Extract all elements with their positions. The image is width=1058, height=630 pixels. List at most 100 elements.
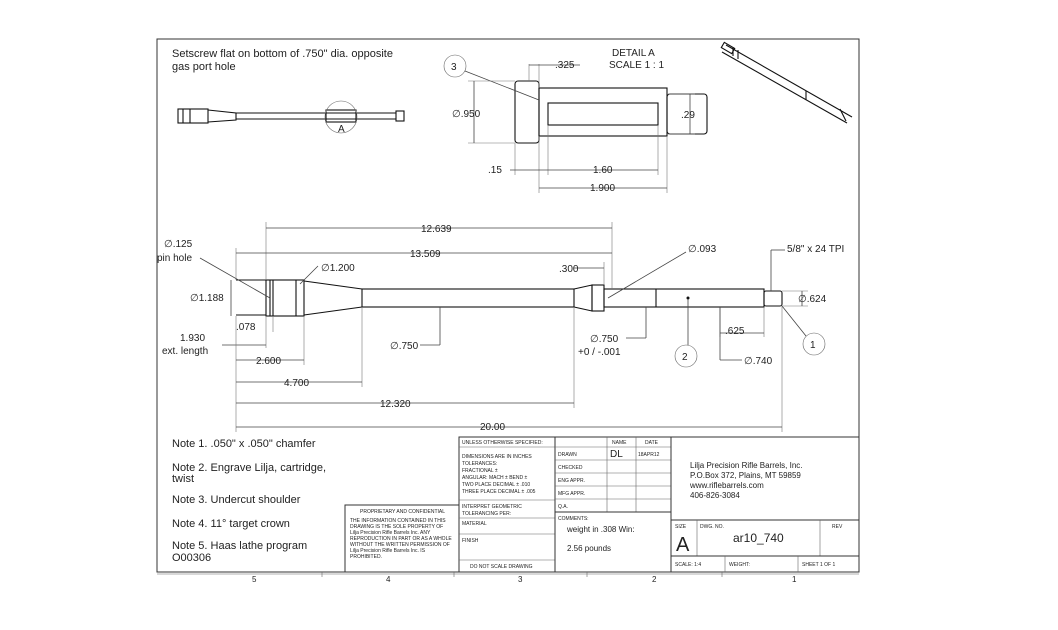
tol-line: THREE PLACE DECIMAL ± .005 bbox=[462, 489, 536, 495]
appr-checked: CHECKED bbox=[558, 465, 583, 471]
tol-line: TOLERANCES: bbox=[462, 461, 497, 467]
tol-line: DIMENSIONS ARE IN INCHES bbox=[462, 454, 532, 460]
dim-pinhole-label: pin hole bbox=[157, 253, 192, 264]
tol-interpret: INTERPRET GEOMETRIC bbox=[462, 504, 522, 510]
dim-1930: 1.930 bbox=[180, 333, 205, 344]
zone-label: 1 bbox=[792, 575, 797, 584]
appr-comments: COMMENTS: bbox=[558, 516, 589, 522]
proprietary-line: PROHIBITED. bbox=[350, 554, 382, 560]
tb-weight: WEIGHT: bbox=[729, 562, 750, 568]
zone-label: 2 bbox=[652, 575, 657, 584]
note-1: Note 1. .050" x .050" chamfer bbox=[172, 438, 316, 450]
dim-750-body: ∅.750 bbox=[390, 341, 419, 352]
tol-material: MATERIAL bbox=[462, 521, 487, 527]
appr-drawn: DRAWN bbox=[558, 452, 577, 458]
header-note-line1: Setscrew flat on bottom of .750" dia. op… bbox=[172, 48, 393, 60]
tb-dwg-label: DWG. NO. bbox=[700, 524, 724, 530]
dim-078: .078 bbox=[236, 322, 256, 333]
title-block: SIZE A DWG. NO. ar10_740 REV SCALE: 1:4 … bbox=[670, 519, 860, 573]
dim-detail-29: .29 bbox=[681, 110, 695, 121]
dim-740: ∅.740 bbox=[744, 356, 773, 367]
proprietary-title: PROPRIETARY AND CONFIDENTIAL bbox=[360, 509, 445, 515]
dim-625: .625 bbox=[725, 326, 745, 337]
callout-2: 2 bbox=[682, 352, 688, 363]
note-5: Note 5. Haas lathe program bbox=[172, 540, 307, 552]
tol-tolerancing: TOLERANCING PER: bbox=[462, 511, 511, 517]
tol-noscale: DO NOT SCALE DRAWING bbox=[470, 564, 533, 570]
dim-detail-160: 1.60 bbox=[593, 165, 613, 176]
proprietary-line: Lilja Precision Rifle Barrels Inc. IS bbox=[350, 548, 426, 554]
dim-2000: 20.00 bbox=[480, 422, 505, 433]
note-5-cont: O00306 bbox=[172, 552, 211, 564]
tol-line: FRACTIONAL ± bbox=[462, 468, 498, 474]
dim-624: ∅.624 bbox=[798, 294, 827, 305]
company-web: www.riflebarrels.com bbox=[689, 481, 764, 490]
detail-a-view: DETAIL A SCALE 1 : 1 3 .325 ∅.950 .29 .1… bbox=[443, 48, 708, 194]
tol-unless: UNLESS OTHERWISE SPECIFIED: bbox=[462, 440, 543, 446]
tb-rev-label: REV bbox=[832, 524, 843, 530]
appr-eng: ENG APPR. bbox=[558, 478, 585, 484]
dim-detail-950: ∅.950 bbox=[452, 109, 481, 120]
dim-12639: 12.639 bbox=[421, 224, 452, 235]
appr-mfg: MFG APPR. bbox=[558, 491, 585, 497]
note-2: Note 2. Engrave Lilja, cartridge, bbox=[172, 462, 326, 474]
tb-size: A bbox=[676, 534, 690, 556]
appr-weight2: 2.56 pounds bbox=[567, 544, 611, 553]
dim-2600: 2.600 bbox=[256, 356, 281, 367]
detail-title: DETAIL A bbox=[612, 48, 655, 59]
proprietary-line: THE INFORMATION CONTAINED IN THIS bbox=[350, 518, 446, 524]
company-block: Lilja Precision Rifle Barrels, Inc. P.O.… bbox=[670, 436, 860, 521]
tb-size-label: SIZE bbox=[675, 524, 687, 530]
proprietary-line: DRAWING IS THE SOLE PROPERTY OF bbox=[350, 524, 443, 530]
company-name: Lilja Precision Rifle Barrels, Inc. bbox=[690, 461, 802, 470]
proprietary-line: REPRODUCTION IN PART OR AS A WHOLE bbox=[350, 536, 452, 542]
proprietary-line: WITHOUT THE WRITTEN PERMISSION OF bbox=[350, 542, 450, 548]
tol-line: ANGULAR: MACH ± BEND ± bbox=[462, 475, 527, 481]
thread-spec: 5/8" x 24 TPI bbox=[787, 244, 844, 255]
tol-finish: FINISH bbox=[462, 538, 479, 544]
dim-093: ∅.093 bbox=[688, 244, 717, 255]
dim-tolerance: +0 / -.001 bbox=[578, 347, 621, 358]
overview-detail-label: A bbox=[338, 124, 345, 135]
dim-detail-1900: 1.900 bbox=[590, 183, 615, 194]
detail-circle bbox=[324, 100, 358, 134]
dim-pinhole-dia: ∅.125 bbox=[164, 239, 193, 250]
zone-markers: 5 4 3 2 1 bbox=[252, 572, 797, 584]
zone-label: 5 bbox=[252, 575, 257, 584]
appr-weight1: weight in .308 Win: bbox=[566, 525, 635, 534]
proprietary-block: PROPRIETARY AND CONFIDENTIAL THE INFORMA… bbox=[344, 504, 460, 573]
dim-1200: ∅1.200 bbox=[321, 263, 355, 274]
zone-label: 4 bbox=[386, 575, 391, 584]
note-2-cont: twist bbox=[172, 473, 194, 485]
detail-callout-3: 3 bbox=[451, 62, 457, 73]
detail-scale: SCALE 1 : 1 bbox=[609, 60, 664, 71]
proprietary-line: Lilja Precision Rifle Barrels Inc. ANY bbox=[350, 530, 431, 536]
appr-date-hdr: DATE bbox=[645, 440, 659, 446]
tol-line: TWO PLACE DECIMAL ± .010 bbox=[462, 482, 530, 488]
zone-label: 3 bbox=[518, 575, 523, 584]
header-note-line2: gas port hole bbox=[172, 61, 236, 73]
company-address: P.O.Box 372, Plains, MT 59859 bbox=[690, 471, 801, 480]
note-4: Note 4. 11° target crown bbox=[172, 518, 290, 530]
tb-scale: SCALE: 1:4 bbox=[675, 562, 701, 568]
notes: Note 1. .050" x .050" chamfer Note 2. En… bbox=[172, 438, 326, 564]
appr-qa: Q.A. bbox=[558, 504, 568, 510]
appr-drawn-date: 18APR12 bbox=[638, 452, 660, 458]
company-phone: 406-826-3084 bbox=[690, 491, 740, 500]
dim-1188: ∅1.188 bbox=[190, 293, 224, 304]
dim-ext-length: ext. length bbox=[162, 346, 208, 357]
dim-detail-325: .325 bbox=[555, 60, 575, 71]
note-3: Note 3. Undercut shoulder bbox=[172, 494, 301, 506]
dim-300: .300 bbox=[559, 264, 579, 275]
dim-4700: 4.700 bbox=[284, 378, 309, 389]
tb-dwg-no: ar10_740 bbox=[733, 531, 784, 545]
barrel-main-view: 12.639 13.509 .300 ∅.125 pin hole ∅1.200… bbox=[157, 222, 844, 433]
dim-13509: 13.509 bbox=[410, 249, 441, 260]
dim-detail-15: .15 bbox=[488, 165, 502, 176]
approvals-block: NAME DATE DRAWN DL 18APR12 CHECKED ENG A… bbox=[554, 436, 672, 573]
callout-1: 1 bbox=[810, 340, 816, 351]
tb-sheet: SHEET 1 OF 1 bbox=[802, 562, 835, 568]
overview-view: A bbox=[177, 100, 405, 135]
dim-750-journal: ∅.750 bbox=[590, 334, 619, 345]
